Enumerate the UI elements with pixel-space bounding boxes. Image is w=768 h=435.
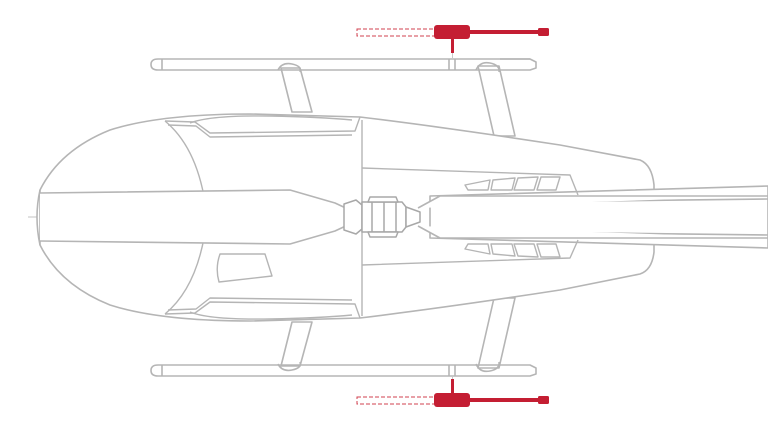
upper-skid [150, 58, 537, 137]
main-rotor [39, 189, 768, 245]
upper-step-fitting [356, 25, 549, 60]
lower-skid [150, 297, 537, 377]
engine-deck [361, 167, 579, 266]
main-rotor-hub [343, 196, 421, 238]
canopy [164, 115, 363, 320]
lower-step-fitting [356, 376, 549, 407]
